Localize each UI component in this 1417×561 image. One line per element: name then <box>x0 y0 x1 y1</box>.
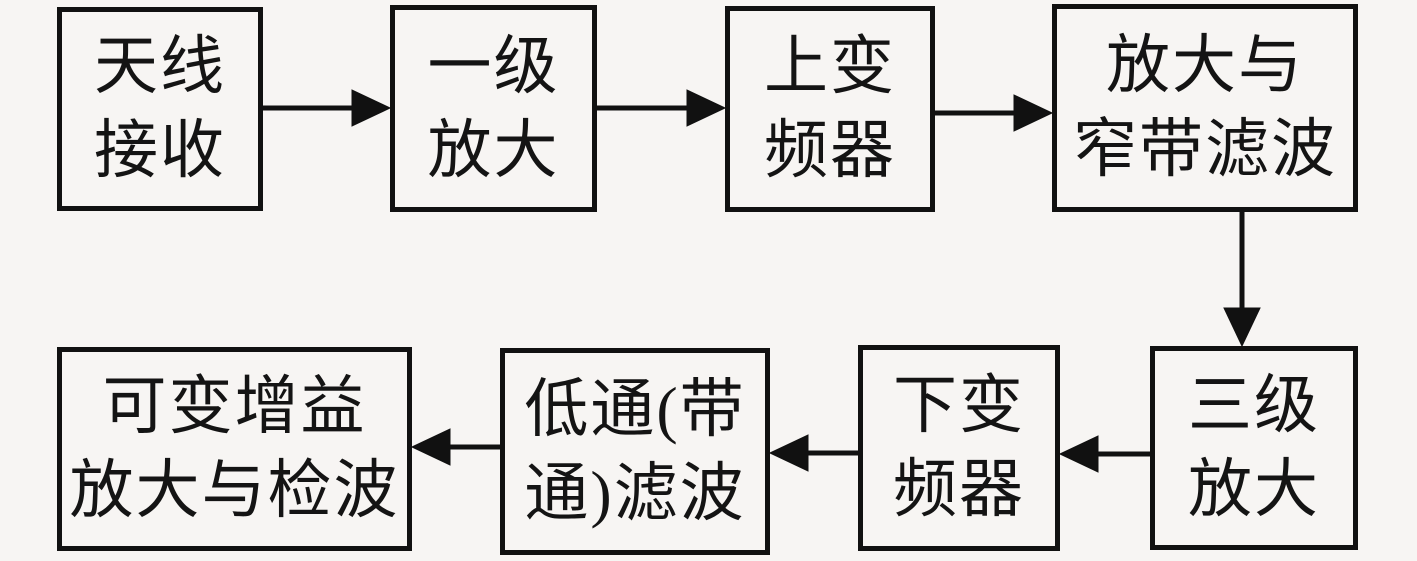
node-third-stage-amp: 三级 放大 <box>1150 346 1358 550</box>
node-label-line: 可变增益 <box>102 371 367 442</box>
arrow-down-converter-to-lowpass-filter-icon <box>768 434 858 472</box>
node-label-line: 三级 <box>1188 370 1320 441</box>
node-label-line: 下变 <box>893 370 1025 441</box>
node-lowpass-bandpass-filter: 低通(带 通)滤波 <box>500 348 770 555</box>
arrow-first-amp-to-up-converter-icon <box>597 89 727 127</box>
arrow-antenna-to-first-amp-icon <box>263 89 392 127</box>
node-label-line: 天线 <box>94 31 226 102</box>
node-label-line: 窄带滤波 <box>1073 114 1337 185</box>
node-label-line: 放大 <box>1188 454 1320 525</box>
node-label-line: 接收 <box>94 115 226 186</box>
arrow-third-amp-to-down-converter-icon <box>1058 435 1150 473</box>
node-label-line: 通)滤波 <box>524 457 746 529</box>
node-first-stage-amp: 一级 放大 <box>390 5 597 212</box>
arrow-up-converter-to-narrowband-filter-icon <box>935 94 1054 132</box>
arrow-narrowband-filter-to-third-amp-icon <box>1223 212 1261 348</box>
node-label-line: 一级 <box>427 30 560 102</box>
node-label-line: 放大与 <box>1106 30 1304 101</box>
node-up-converter: 上变 频器 <box>725 6 935 212</box>
node-antenna-receive: 天线 接收 <box>57 7 263 211</box>
node-down-converter: 下变 频器 <box>858 345 1060 551</box>
node-label-line: 放大与检波 <box>69 455 400 526</box>
node-vga-amp-detector: 可变增益 放大与检波 <box>57 347 412 551</box>
arrow-lowpass-filter-to-vga-detector-icon <box>410 428 500 466</box>
node-label-line: 频器 <box>764 115 896 186</box>
node-label-line: 频器 <box>893 454 1025 525</box>
node-label-line: 低通(带 <box>524 373 746 445</box>
node-amp-narrowband-filter: 放大与 窄带滤波 <box>1052 4 1358 212</box>
node-label-line: 上变 <box>764 31 896 102</box>
node-label-line: 放大 <box>427 114 560 186</box>
